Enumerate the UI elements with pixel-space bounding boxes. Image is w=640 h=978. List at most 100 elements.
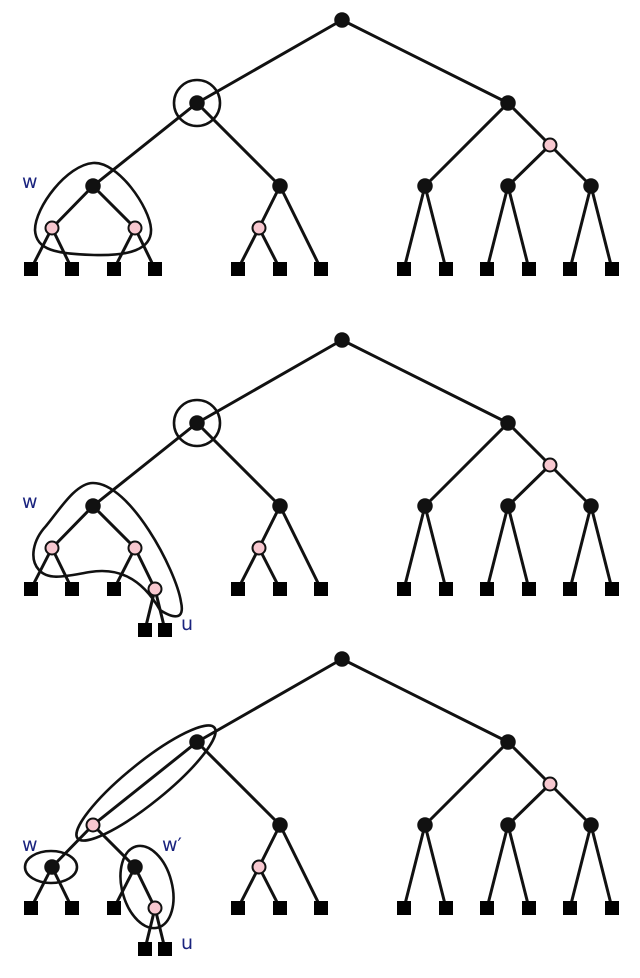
leaf-node — [605, 582, 619, 596]
internal-node — [334, 651, 350, 667]
leaf-node — [522, 262, 536, 276]
internal-node — [272, 817, 288, 833]
internal-node — [85, 178, 101, 194]
internal-node — [583, 817, 599, 833]
highlight-node — [542, 457, 558, 473]
highlight-node — [44, 220, 60, 236]
panel-3-nodes — [24, 651, 619, 956]
pivot-ring — [172, 78, 222, 128]
panel-1-highlights — [33, 78, 222, 257]
highlight-node — [127, 220, 143, 236]
leaf-node — [439, 582, 453, 596]
subtree-w-ellipse — [23, 849, 79, 885]
highlight-node — [542, 137, 558, 153]
leaf-node — [480, 582, 494, 596]
leaf-node — [231, 262, 245, 276]
subtree-w-outline — [32, 481, 184, 618]
leaf-node — [273, 901, 287, 915]
leaf-node — [231, 582, 245, 596]
label-u: u — [181, 613, 193, 635]
leaf-node — [24, 262, 38, 276]
leaf-node — [563, 262, 577, 276]
internal-node — [583, 178, 599, 194]
panel-2: w u — [22, 332, 619, 637]
highlight-node — [127, 540, 143, 556]
internal-node — [189, 95, 205, 111]
internal-node — [500, 178, 516, 194]
subtree-w-outline — [33, 161, 153, 257]
label-w: w — [22, 834, 38, 856]
leaf-node — [107, 901, 121, 915]
leaf-node — [480, 901, 494, 915]
leaf-node — [138, 623, 152, 637]
leaf-node — [273, 262, 287, 276]
internal-node — [500, 498, 516, 514]
highlight-node — [85, 817, 101, 833]
panel-1-nodes — [24, 12, 619, 276]
highlight-node — [44, 540, 60, 556]
leaf-node — [24, 582, 38, 596]
internal-node — [44, 859, 60, 875]
panel-2-highlights — [32, 398, 222, 618]
internal-node — [189, 415, 205, 431]
panel-1: w — [22, 12, 619, 276]
leaf-node — [397, 582, 411, 596]
label-w: w — [22, 171, 38, 193]
leaf-node — [439, 901, 453, 915]
label-u: u — [181, 932, 193, 954]
leaf-node — [138, 942, 152, 956]
leaf-node — [563, 582, 577, 596]
internal-node — [500, 817, 516, 833]
leaf-node — [522, 582, 536, 596]
panel-2-edges — [29, 338, 614, 632]
leaf-node — [480, 262, 494, 276]
leaf-node — [397, 901, 411, 915]
highlight-node — [251, 540, 267, 556]
panel-3: w w′ u — [22, 651, 619, 956]
internal-node — [334, 12, 350, 28]
internal-node — [500, 734, 516, 750]
leaf-node — [65, 901, 79, 915]
panel-3-edges — [29, 657, 614, 951]
internal-node — [334, 332, 350, 348]
internal-node — [127, 859, 143, 875]
subtree-w-prime-ellipse — [119, 844, 175, 930]
highlight-node — [251, 220, 267, 236]
internal-node — [189, 734, 205, 750]
internal-node — [272, 498, 288, 514]
leaf-node — [107, 262, 121, 276]
leaf-node — [107, 582, 121, 596]
leaf-node — [314, 901, 328, 915]
highlight-node — [147, 900, 163, 916]
internal-node — [85, 498, 101, 514]
leaf-node — [314, 582, 328, 596]
internal-node — [417, 498, 433, 514]
leaf-node — [273, 582, 287, 596]
label-w-prime: w′ — [162, 834, 182, 856]
panel-2-nodes — [24, 332, 619, 637]
label-w: w — [22, 491, 38, 513]
leaf-node — [605, 262, 619, 276]
leaf-node — [522, 901, 536, 915]
leaf-node — [397, 262, 411, 276]
leaf-node — [439, 262, 453, 276]
leaf-node — [65, 582, 79, 596]
leaf-node — [314, 262, 328, 276]
internal-node — [500, 95, 516, 111]
leaf-node — [605, 901, 619, 915]
highlight-node — [251, 859, 267, 875]
highlight-node — [147, 581, 163, 597]
internal-node — [583, 498, 599, 514]
panel-3-highlights — [23, 724, 217, 930]
internal-node — [272, 178, 288, 194]
highlight-node — [542, 776, 558, 792]
leaf-node — [158, 623, 172, 637]
pivot-ring — [172, 398, 222, 448]
internal-node — [500, 415, 516, 431]
leaf-node — [24, 901, 38, 915]
leaf-node — [158, 942, 172, 956]
leaf-node — [65, 262, 79, 276]
leaf-node — [231, 901, 245, 915]
internal-node — [417, 817, 433, 833]
